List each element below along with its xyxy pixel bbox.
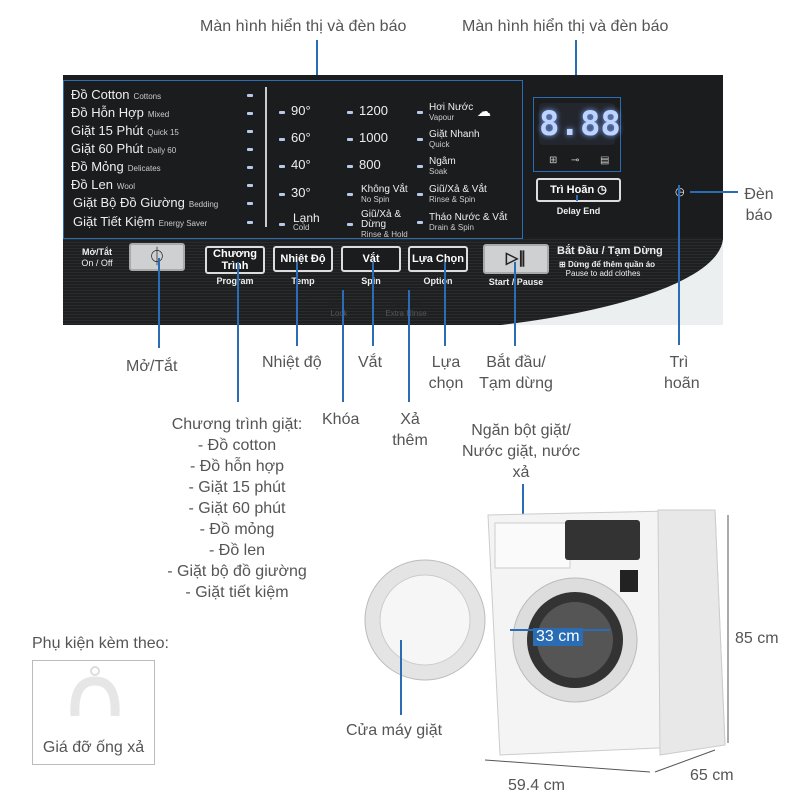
start-pause-label: Start / Pause [488, 277, 544, 287]
drain-hose-holder-icon [70, 666, 120, 717]
digital-display [533, 97, 621, 172]
accessory-title: Phụ kiện kèm theo: [32, 635, 169, 652]
lock-sub: Lock [330, 309, 348, 318]
accessory-name: Giá đỡ ống xả [42, 739, 145, 756]
temp-40: 40° [291, 157, 311, 172]
steam-cloud-icon: ☁ [477, 103, 491, 119]
dimension-depth: 65 cm [690, 767, 734, 784]
spin-button[interactable]: Vắt [341, 246, 401, 272]
pause-add-note: ⊞ Dừng để thêm quần áo Pause to add clot… [559, 260, 656, 278]
callout-indicator: Đèn báo [744, 186, 774, 224]
power-icon: ⏀ [148, 247, 166, 267]
lock-key-icon: ⊸ [571, 155, 580, 166]
program-button[interactable]: Chương Trình [205, 246, 265, 274]
start-title: Bắt Đầu / Tạm Dừng [557, 245, 663, 257]
accessory-box: Giá đỡ ống xả [32, 660, 155, 765]
spin-1000: 1000 [359, 130, 388, 145]
dimension-height: 85 cm [735, 630, 779, 647]
spin-1200: 1200 [359, 103, 388, 118]
extra-rinse-icon: ▤ [600, 155, 610, 166]
extra-rinse-label: Xả thêm [390, 299, 422, 308]
play-pause-icon: ▷∥ [505, 250, 527, 267]
callout-delay: Trì hoãn [664, 354, 700, 392]
temp-button[interactable]: Nhiệt Độ [273, 246, 333, 272]
program-display-area [63, 80, 523, 239]
start-pause-button[interactable]: ▷∥ [483, 244, 549, 274]
lock-label: Khóa [327, 299, 351, 309]
callout-lock: Khóa [322, 411, 360, 428]
option-button[interactable]: Lựa Chọn [408, 246, 468, 272]
dimension-width: 59.4 cm [508, 777, 565, 794]
program-list: Chương trình giặt: - Đồ cotton- Đồ hỗn h… [167, 416, 307, 601]
washing-machine-illustration [364, 509, 729, 773]
callout-display-left: Màn hình hiển thị và đèn báo [200, 18, 407, 35]
temp-90: 90° [291, 103, 311, 118]
callout-power: Mở/Tắt [126, 358, 178, 375]
extra-rinse-sub: Extra Rinse [385, 309, 427, 318]
spin-label: Spin [361, 276, 381, 286]
option-label: Option [423, 276, 453, 286]
delay-end-button[interactable]: Trì Hoãn ◷ [536, 178, 621, 202]
temp-60: 60° [291, 130, 311, 145]
spin-800: 800 [359, 157, 381, 172]
delay-end-label: Delay End [556, 206, 601, 216]
callout-option: Lựa chọn [428, 354, 464, 392]
delay-indicator-icon: ◷ [675, 186, 685, 198]
display-digits: 8.88 [539, 103, 621, 145]
power-button[interactable]: ⏀ [129, 243, 185, 271]
callout-display-right: Màn hình hiển thị và đèn báo [462, 18, 669, 35]
program-label: Program [216, 276, 254, 286]
add-clothes-icon: ⊞ [549, 155, 558, 166]
temp-label: Temp [291, 276, 315, 286]
callout-detergent: Ngăn bột giặt/ Nước giặt, nước xả [462, 422, 580, 481]
callout-temp: Nhiệt độ [262, 354, 322, 371]
callout-extra-rinse: Xả thêm [392, 411, 428, 449]
temp-30: 30° [291, 185, 311, 200]
callout-door: Cửa máy giặt [346, 722, 443, 739]
callout-spin: Vắt [358, 354, 383, 371]
callout-start-pause: Bắt đầu/ Tạm dừng [479, 354, 553, 392]
door-diameter: 33 cm [533, 628, 583, 646]
